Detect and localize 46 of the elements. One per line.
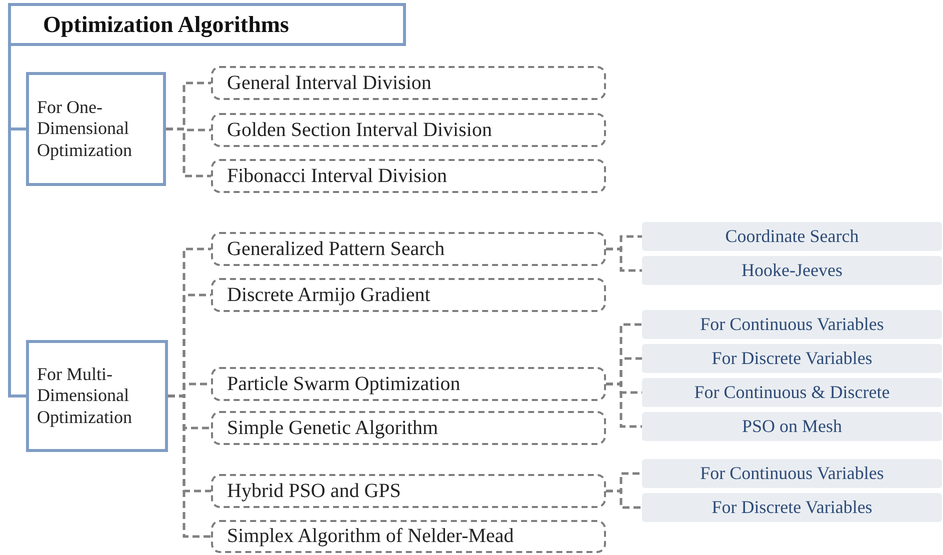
connector-line (166, 128, 211, 178)
node-label: Generalized Pattern Search (227, 238, 445, 260)
algorithm-box (211, 232, 606, 266)
algorithm-box (211, 66, 606, 100)
variant-box (642, 493, 942, 522)
algorithm-box (211, 113, 606, 147)
connector-line (168, 394, 211, 538)
node-label: Hooke-Jeeves (742, 260, 842, 281)
node-label: For Continuous Variables (700, 463, 884, 484)
category-box (26, 340, 168, 452)
node-label: Simplex Algorithm of Nelder-Mead (227, 525, 514, 548)
node-label: For Continuous Variables (700, 314, 884, 335)
node-label: For Discrete Variables (712, 348, 872, 369)
algorithm-box (211, 278, 606, 312)
variant-box (642, 412, 942, 441)
node-label: For Discrete Variables (712, 497, 872, 518)
node-label: Discrete Armijo Gradient (227, 284, 430, 306)
algorithm-box (211, 367, 606, 401)
variant-box (642, 310, 942, 339)
connector-line (606, 490, 642, 509)
node-label: Golden Section Interval Division (227, 118, 492, 142)
node-label: General Interval Division (227, 72, 432, 94)
connector-line (606, 357, 642, 386)
algorithm-box (211, 411, 606, 445)
category-box (26, 72, 166, 186)
variant-box (642, 256, 942, 285)
node-label: For Multi-Dimensional Optimization (37, 364, 133, 428)
node-label: Particle Swarm Optimization (227, 372, 460, 396)
variant-box (642, 344, 942, 373)
variant-box (642, 222, 942, 251)
algorithm-box (211, 474, 606, 508)
node-label: Hybrid PSO and GPS (227, 480, 401, 502)
node-label: PSO on Mesh (742, 416, 842, 437)
node-label: Optimization Algorithms (43, 12, 289, 38)
algorithm-box (211, 520, 606, 553)
node-label: Fibonacci Interval Division (227, 164, 447, 188)
node-label: For One-Dimensional Optimization (37, 96, 133, 162)
algorithm-box (211, 159, 606, 193)
title-box (8, 3, 406, 46)
connector-line (8, 46, 26, 398)
node-label: Simple Genetic Algorithm (227, 416, 438, 440)
connector-line (606, 382, 642, 428)
node-label: For Continuous & Discrete (694, 382, 890, 403)
connector-line (606, 248, 642, 272)
variant-box (642, 378, 942, 407)
node-label: Coordinate Search (725, 226, 859, 247)
